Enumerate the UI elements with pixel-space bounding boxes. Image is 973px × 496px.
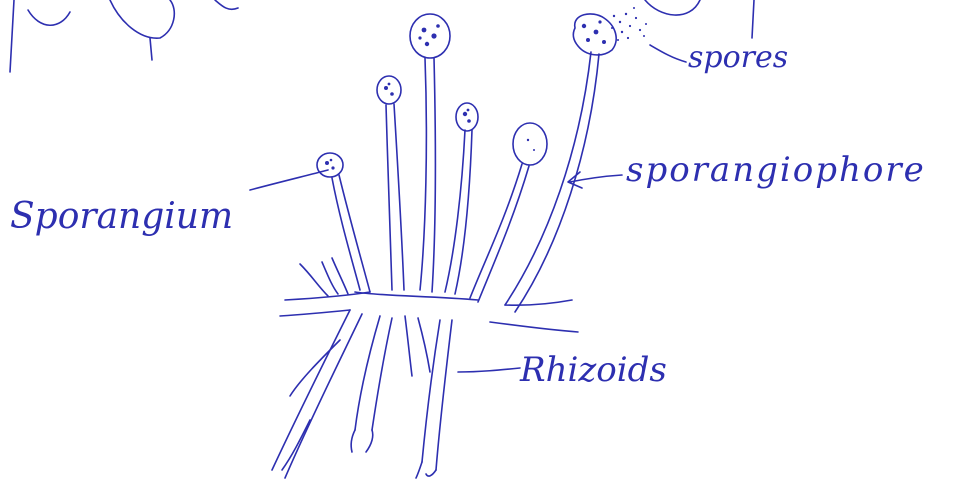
label-spores: spores [688,40,788,75]
rhizoids [272,310,452,478]
label-sporangiophore: sporangiophore [626,150,926,190]
sporangiophore-pointer [570,175,622,182]
sporangiophore-stalks [332,52,599,312]
sporangium-bursting [573,14,616,55]
sporangium-pointer [250,170,328,190]
label-sporangium: Sporangium [10,196,233,237]
label-rhizoids: Rhizoids [520,350,667,390]
sporangium-1 [317,153,343,177]
sporangium-3 [410,14,450,58]
sporangium-2 [377,76,401,104]
sporangium-5 [513,123,547,165]
sporangium-4 [456,103,478,131]
heading-fragment [10,0,754,72]
stolon [280,258,578,332]
rhizoids-pointer [458,368,520,372]
spores-pointer [650,45,686,62]
